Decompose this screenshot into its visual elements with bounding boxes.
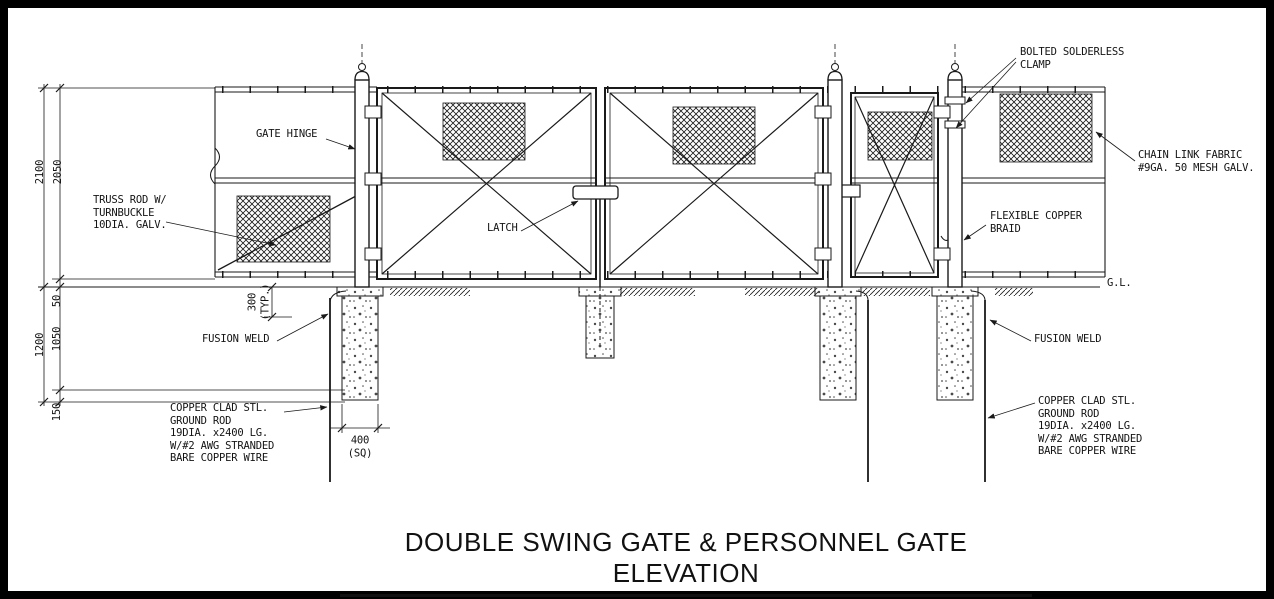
gate-leaf-right xyxy=(604,87,824,280)
chain-link-patch xyxy=(672,106,756,165)
leader-chain-link xyxy=(1095,131,1136,162)
leader-clamp-2 xyxy=(955,61,1017,129)
chain-link-patch xyxy=(442,102,526,161)
dim-weld-depth: 300 (TYP.) xyxy=(246,283,272,321)
earth-hatch xyxy=(390,288,1033,296)
callout-latch: LATCH xyxy=(487,222,518,234)
leader-gate-hinge xyxy=(325,138,356,150)
dim-fabric-height: 2050 xyxy=(51,159,64,185)
leader-lines xyxy=(165,57,1136,419)
personnel-gate xyxy=(839,92,960,278)
leader-braid xyxy=(963,224,987,241)
dimension-lines xyxy=(38,83,390,433)
dim-rod-extension: 150 xyxy=(50,402,63,422)
diagonal-brace xyxy=(609,92,819,275)
fence-section-left xyxy=(210,86,377,278)
callout-fusion-weld-left: FUSION WELD xyxy=(202,333,270,345)
drawing-title: DOUBLE SWING GATE & PERSONNEL GATE ELEVA… xyxy=(340,527,1032,597)
dimension-ticks xyxy=(39,83,383,433)
diagonal-brace xyxy=(381,92,592,275)
chain-link-patch xyxy=(236,195,331,263)
gate-hinges xyxy=(364,105,951,261)
dim-embed-depth: 1050 xyxy=(50,326,63,352)
break-symbol xyxy=(210,147,220,185)
personnel-latch xyxy=(839,184,861,198)
dim-below-grade: 1200 xyxy=(33,332,46,358)
gate-leaf-left xyxy=(376,87,597,280)
latch-body xyxy=(572,185,619,200)
solderless-clamps xyxy=(944,96,966,129)
callout-ground-rod-right: COPPER CLAD STL. GROUND ROD 19DIA. x2400… xyxy=(1038,395,1143,457)
callout-fusion-weld-right: FUSION WELD xyxy=(1034,333,1102,345)
leader-latch xyxy=(520,200,579,232)
leader-ground-rod-right xyxy=(987,402,1036,419)
leader-clamp-1 xyxy=(965,57,1017,104)
callout-ground-rod-left: COPPER CLAD STL. GROUND ROD 19DIA. x2400… xyxy=(170,402,275,464)
callout-gate-hinge: GATE HINGE xyxy=(256,128,318,140)
leader-truss-rod xyxy=(165,221,277,247)
dim-bottom-gap: 50 xyxy=(50,294,63,308)
fence-section-right xyxy=(962,86,1106,278)
callout-flexible-copper-braid: FLEXIBLE COPPER BRAID xyxy=(990,210,1082,235)
ground-rods xyxy=(329,290,986,482)
callout-truss-rod: TRUSS ROD W/ TURNBUCKLE 10DIA. GALV. xyxy=(93,194,167,231)
leader-fusion-right xyxy=(989,319,1032,342)
chain-link-patch xyxy=(867,111,933,161)
chain-link-patch xyxy=(999,93,1093,163)
dim-overall-height: 2100 xyxy=(33,159,46,185)
dim-footing-size: 400 (SQ) xyxy=(347,434,373,460)
callout-bolted-solderless-clamp: BOLTED SOLDERLESS CLAMP xyxy=(1020,46,1125,71)
concrete-footings xyxy=(336,286,979,401)
leader-ground-rod-left xyxy=(283,405,328,413)
leader-fusion-left xyxy=(276,313,329,342)
callout-ground-level: G.L. xyxy=(1107,277,1132,289)
callout-chain-link-fabric: CHAIN LINK FABRIC #9GA. 50 MESH GALV. xyxy=(1138,149,1255,174)
